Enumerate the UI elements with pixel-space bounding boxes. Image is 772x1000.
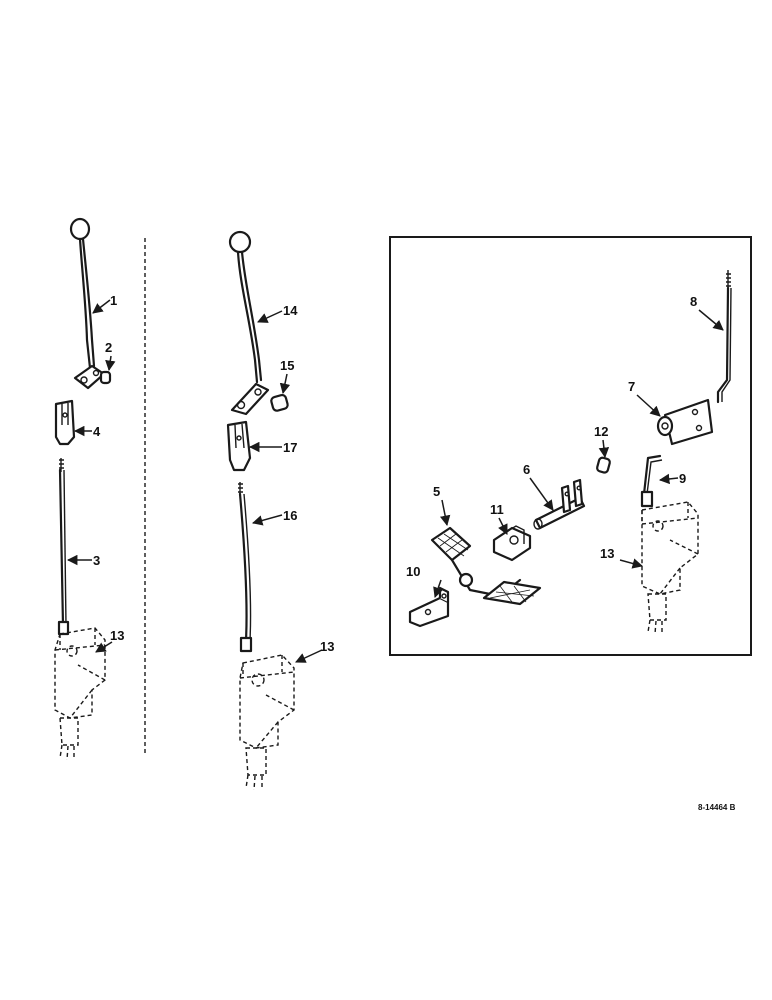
link-part-9 [640, 454, 663, 508]
callout-15: 15 [280, 358, 294, 373]
cylinder-part-13-left [54, 627, 106, 761]
yoke-part-17 [226, 420, 252, 472]
bushing-part-15 [270, 393, 289, 412]
callout-12: 12 [594, 424, 608, 439]
drawing-number: 8-14464 B [698, 803, 736, 812]
inset-assembly [389, 236, 752, 656]
callout-17: 17 [283, 440, 297, 455]
bushing-part-12 [596, 456, 611, 474]
callout-3: 3 [93, 553, 100, 568]
callout-9: 9 [679, 471, 686, 486]
callout-13-inset: 13 [600, 546, 614, 561]
leader-lines [66, 299, 724, 663]
pedal-part-5 [430, 526, 542, 606]
cylinder-part-13-inset [641, 501, 699, 635]
callout-labels: 1 2 3 4 5 6 7 8 9 10 11 12 13 13 13 14 1… [93, 293, 736, 812]
rod-part-3 [57, 458, 70, 636]
rod-part-8 [716, 270, 732, 404]
callout-7: 7 [628, 379, 635, 394]
callout-8: 8 [690, 294, 697, 309]
lever-part-14 [228, 230, 270, 416]
callout-10: 10 [406, 564, 420, 579]
middle-assembly [226, 230, 295, 791]
bushing-part-2 [99, 370, 112, 385]
lever-part-1 [69, 217, 106, 390]
callout-1: 1 [110, 293, 117, 308]
callout-13-left: 13 [110, 628, 124, 643]
callout-13-middle: 13 [320, 639, 334, 654]
yoke-part-4 [54, 399, 76, 446]
cylinder-part-13-middle [239, 654, 295, 791]
inset-frame [389, 236, 752, 656]
bracket-part-10 [408, 586, 450, 628]
bracket-part-11 [492, 525, 532, 562]
shaft-part-6 [533, 478, 586, 530]
bracket-part-7 [656, 398, 714, 446]
callout-4: 4 [93, 424, 101, 439]
callout-11: 11 [490, 502, 504, 517]
rod-part-16 [238, 482, 253, 653]
left-assembly [54, 217, 146, 761]
callout-5: 5 [433, 484, 440, 499]
callout-16: 16 [283, 508, 297, 523]
callout-14: 14 [283, 303, 298, 318]
callout-6: 6 [523, 462, 530, 477]
callout-2: 2 [105, 340, 112, 355]
